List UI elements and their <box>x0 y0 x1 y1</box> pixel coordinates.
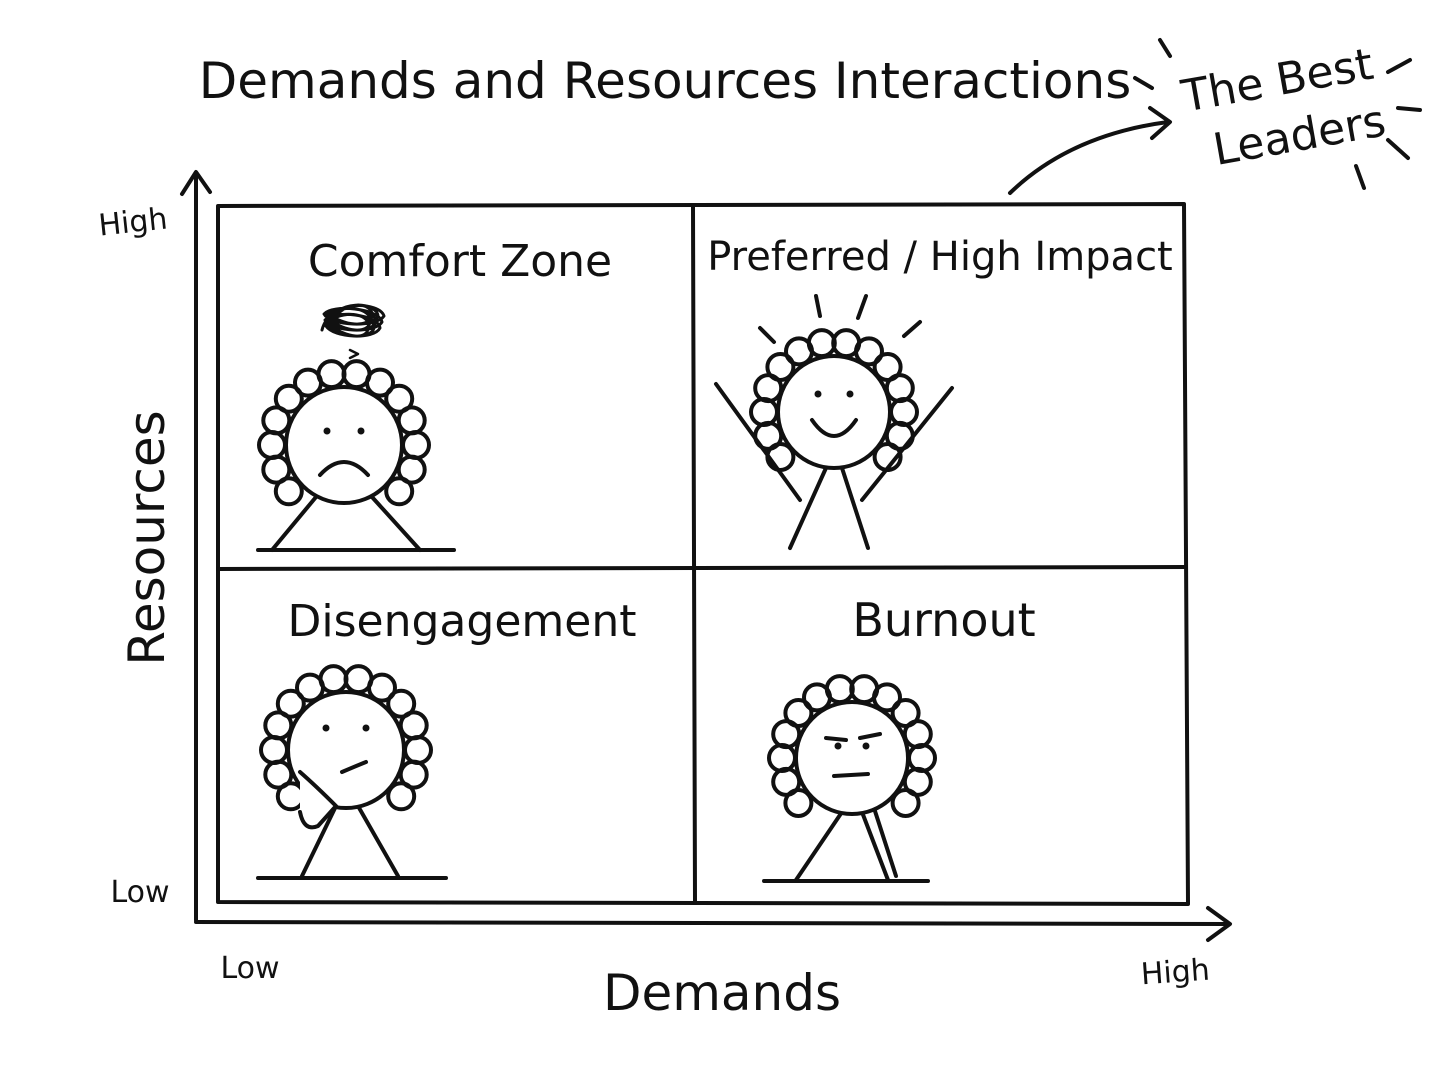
y-axis-title: Resources <box>118 410 176 665</box>
x-axis-high-label: High <box>1140 953 1211 993</box>
eye-left <box>322 724 330 732</box>
x-axis-line <box>194 920 1230 926</box>
joy-rays-icon <box>758 294 922 344</box>
hair-curl <box>386 781 417 812</box>
hair-curl <box>261 405 292 436</box>
body-lines <box>300 804 400 878</box>
hair-curl <box>783 788 814 818</box>
quadrant-label-disengagement: Disengagement <box>288 596 637 647</box>
eye-left <box>323 427 331 435</box>
hair-curl <box>884 420 915 451</box>
quadrant-label-preferred-high-impact: Preferred / High Impact <box>707 234 1173 280</box>
hair-curl <box>396 454 427 485</box>
body-lines <box>794 806 898 882</box>
eye-right <box>357 427 365 435</box>
hair-curl <box>293 367 323 398</box>
head <box>776 354 892 470</box>
ray <box>758 326 776 344</box>
annoyed-figure-icon <box>762 674 937 883</box>
axes <box>180 170 1232 942</box>
eye-right <box>846 390 854 398</box>
diagram-title: Demands and Resources Interactions <box>199 52 1132 110</box>
hair-curl <box>753 373 784 404</box>
hand-on-chin <box>298 770 338 830</box>
hair-curl <box>907 743 937 773</box>
hair-curl <box>784 336 814 367</box>
ray <box>814 294 822 318</box>
hair-curl <box>384 383 415 414</box>
body-lines <box>788 466 870 550</box>
hair-curl <box>384 476 415 507</box>
quadrant-grid <box>216 202 1190 906</box>
hair-curl <box>341 359 372 390</box>
hair-curl <box>802 682 832 713</box>
hair-curl <box>749 397 779 427</box>
hair-curl <box>872 352 903 382</box>
hair-curl <box>403 735 433 765</box>
quadrant-label-comfort-zone: Comfort Zone <box>308 236 612 287</box>
bored-figure-icon <box>256 664 448 880</box>
eye-right <box>862 742 870 750</box>
x-axis-low-label: Low <box>220 951 279 986</box>
eye-right <box>362 724 370 732</box>
hair-curl <box>849 674 880 705</box>
hair-curl <box>765 442 796 472</box>
sparkle-rays-icon <box>1133 38 1422 190</box>
frown-mouth <box>318 460 370 477</box>
hair-curl <box>295 672 325 703</box>
hair-curl <box>273 476 304 507</box>
hair-curl <box>275 688 306 719</box>
hair-curl <box>257 430 287 460</box>
hair-curl <box>263 710 294 741</box>
quadrant-label-burnout: Burnout <box>852 593 1035 647</box>
scribble-tail <box>348 348 360 360</box>
head <box>794 700 910 816</box>
head <box>286 690 406 810</box>
callout-arrow-icon <box>1008 106 1172 195</box>
hair-curl <box>889 397 919 427</box>
hair-curl <box>831 328 862 359</box>
hair-curl <box>259 735 289 765</box>
hair-curl <box>343 664 374 695</box>
y-axis-low-label: Low <box>110 875 169 910</box>
eye-left <box>814 390 822 398</box>
hair-curl <box>401 430 431 460</box>
y-axis-high-label: High <box>97 202 169 244</box>
sad-figure-icon <box>256 303 456 552</box>
hair-curl <box>273 383 304 414</box>
x-axis-title: Demands <box>603 964 841 1022</box>
hair-curl <box>398 759 429 790</box>
hair-curl <box>767 743 797 773</box>
meh-mouth <box>340 760 368 774</box>
happy-figure-icon <box>714 294 954 550</box>
frown-brows <box>824 732 882 742</box>
y-axis-arrowhead-icon <box>180 170 212 196</box>
hair-curl <box>386 688 417 719</box>
body-lines <box>270 495 422 552</box>
x-axis-arrowhead-icon <box>1206 906 1232 942</box>
ray <box>856 294 868 320</box>
smile-mouth <box>810 418 858 438</box>
hair-curl <box>902 766 933 797</box>
hair-curl <box>771 719 802 750</box>
head <box>284 385 404 505</box>
stress-scribble-icon <box>320 303 386 338</box>
hair-curl <box>890 698 921 728</box>
ray <box>902 320 922 338</box>
eye-left <box>834 742 842 750</box>
flat-mouth <box>832 772 870 778</box>
